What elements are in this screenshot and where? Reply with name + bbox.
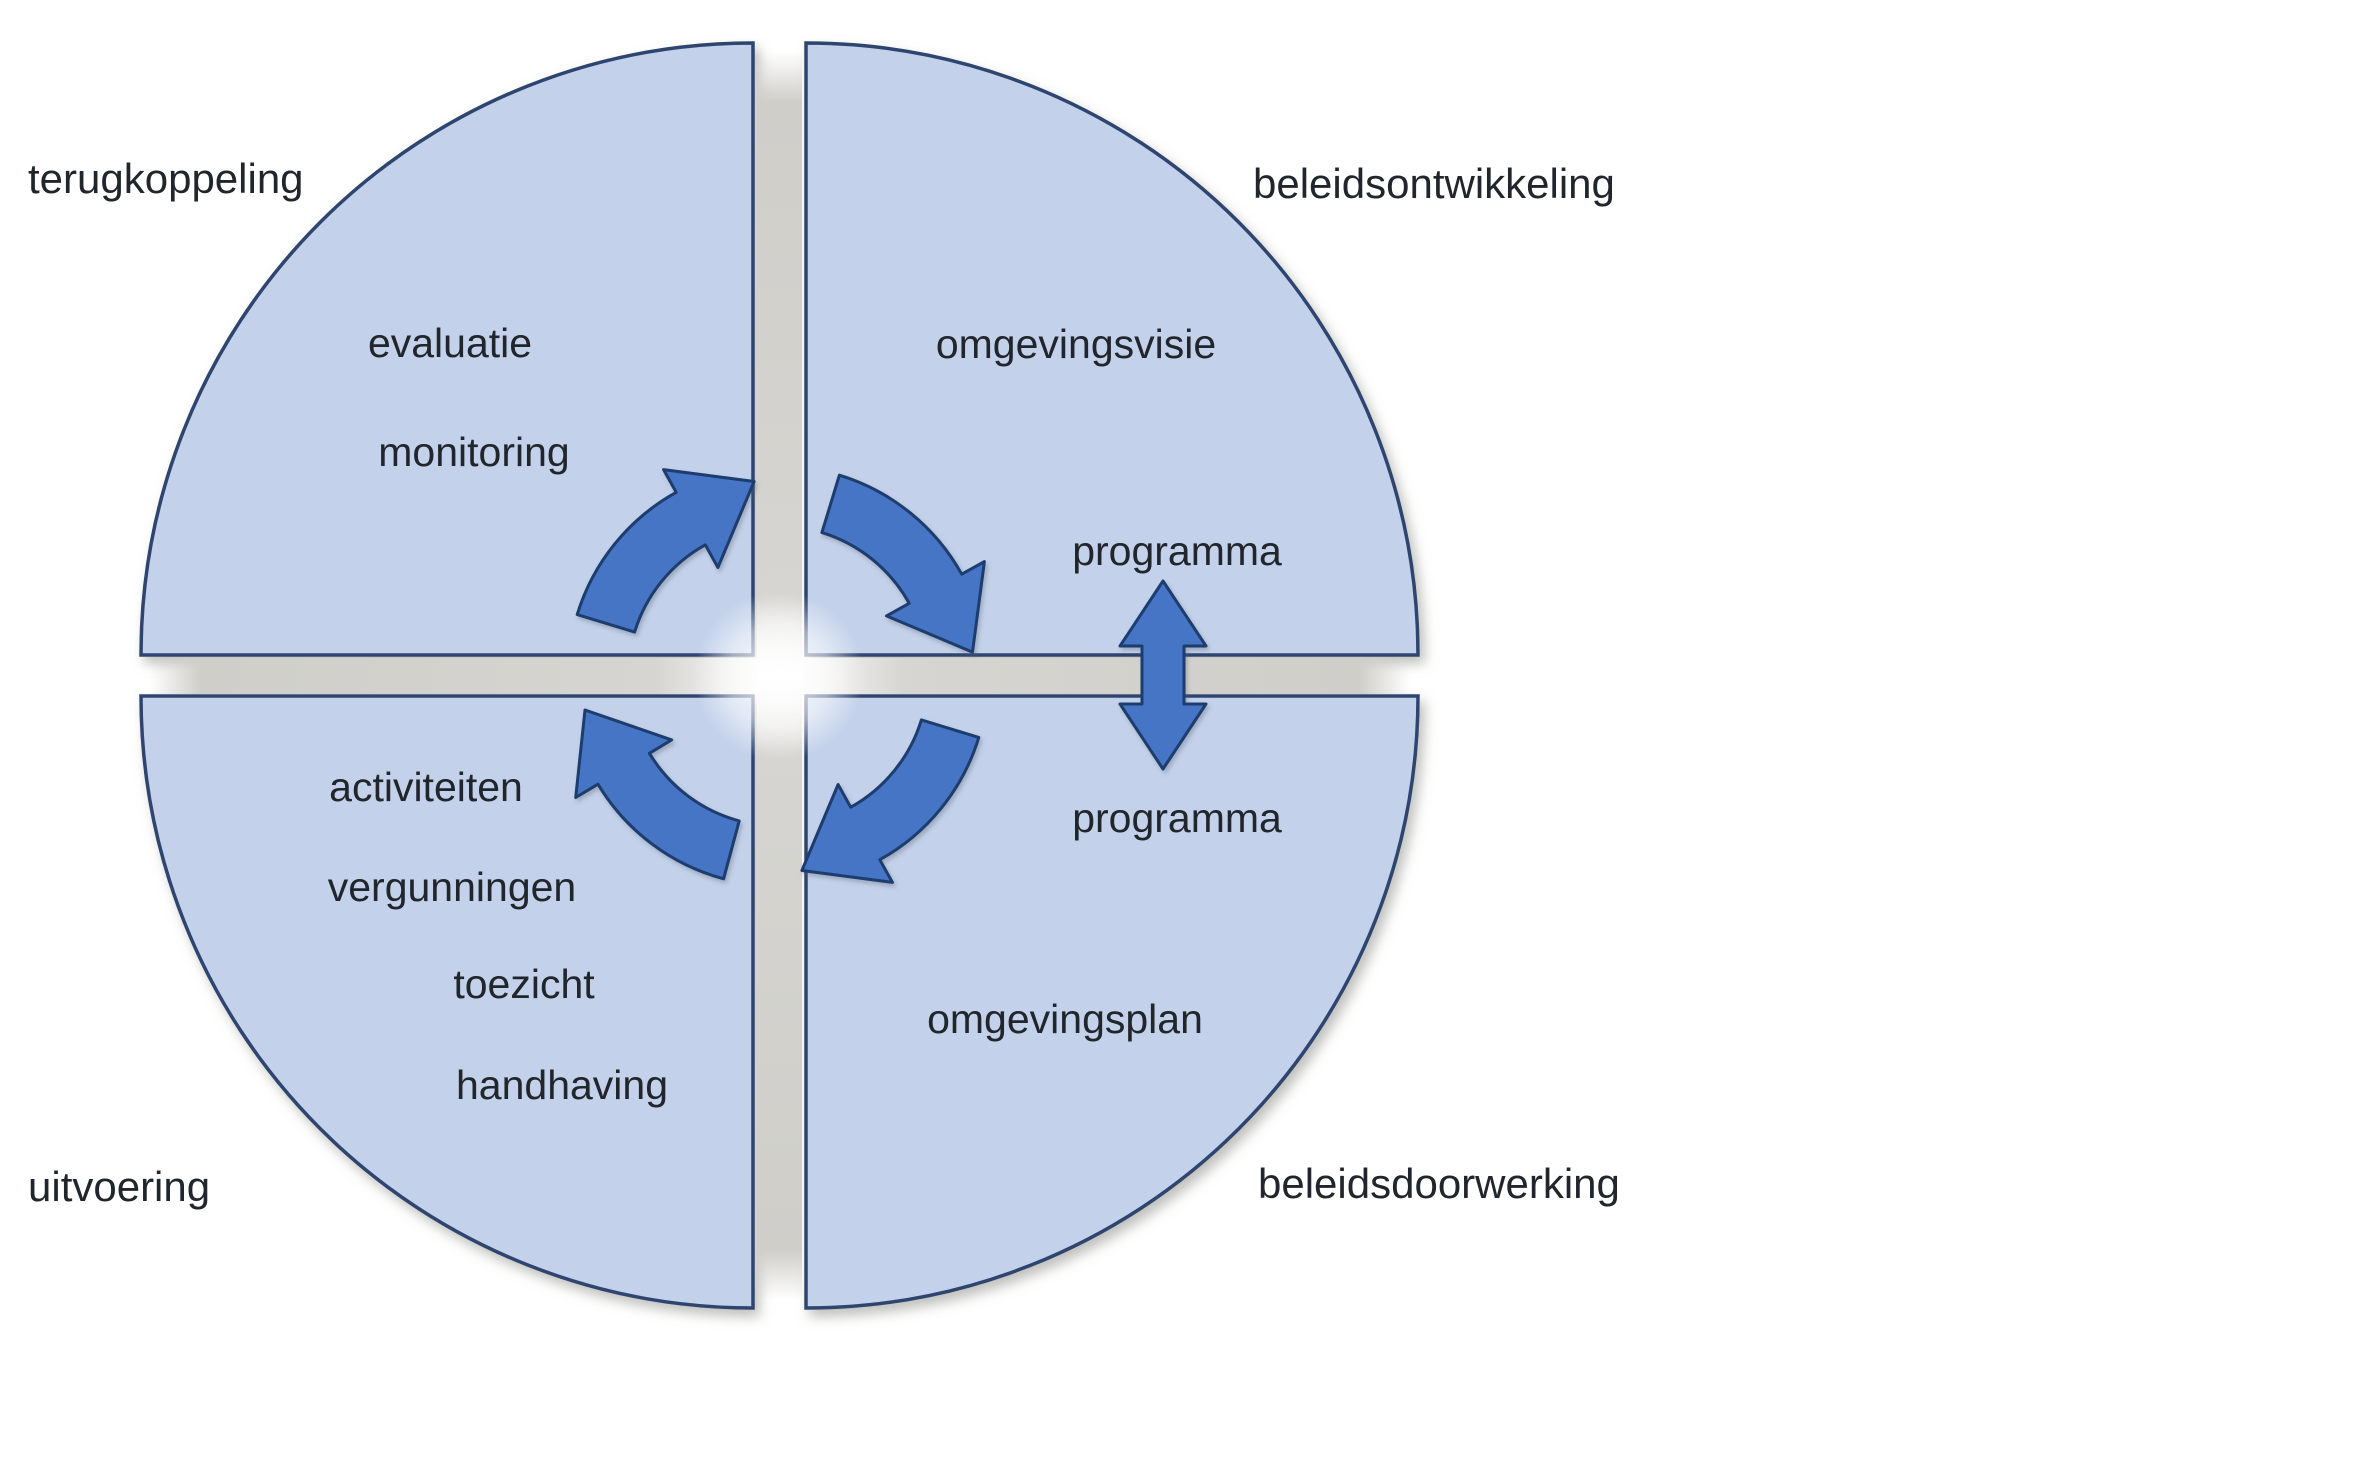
inner-labels: evaluatie monitoring omgevingsvisie prog… — [328, 320, 1282, 1108]
outer-labels: terugkoppeling beleidsontwikkeling belei… — [28, 155, 1620, 1210]
label-programma-bottom: programma — [1072, 795, 1282, 841]
quadrant-feedback — [139, 41, 755, 657]
label-beleidsdoorwerking: beleidsdoorwerking — [1258, 1160, 1620, 1207]
label-beleidsontwikkeling: beleidsontwikkeling — [1253, 160, 1615, 207]
quadrant-execution — [139, 694, 755, 1310]
label-evaluatie: evaluatie — [368, 320, 532, 366]
quadrant-policy-development — [804, 41, 1420, 657]
double-headed-arrow-icon — [1118, 579, 1208, 771]
label-vergunningen: vergunningen — [328, 864, 576, 910]
cycle-arrow-top-right-icon — [820, 473, 986, 654]
divider-cross — [150, 52, 1410, 1300]
cycle-arrows — [574, 468, 986, 884]
label-omgevingsvisie: omgevingsvisie — [936, 321, 1216, 367]
center-glow — [694, 591, 864, 761]
label-omgevingsplan: omgevingsplan — [927, 996, 1203, 1042]
cycle-arrow-bottom-right-icon — [800, 718, 981, 884]
label-uitvoering: uitvoering — [28, 1163, 210, 1210]
label-toezicht: toezicht — [453, 961, 595, 1007]
label-activiteiten: activiteiten — [329, 764, 523, 810]
label-programma-top: programma — [1072, 528, 1282, 574]
label-monitoring: monitoring — [378, 429, 569, 475]
label-terugkoppeling: terugkoppeling — [28, 155, 304, 202]
cycle-arrow-top-left-icon — [575, 468, 756, 634]
cycle-arrow-bottom-left-icon — [574, 708, 741, 881]
label-handhaving: handhaving — [456, 1062, 668, 1108]
quadrant-policy-implementation — [804, 694, 1420, 1310]
quadrant-shapes — [139, 41, 1420, 1310]
